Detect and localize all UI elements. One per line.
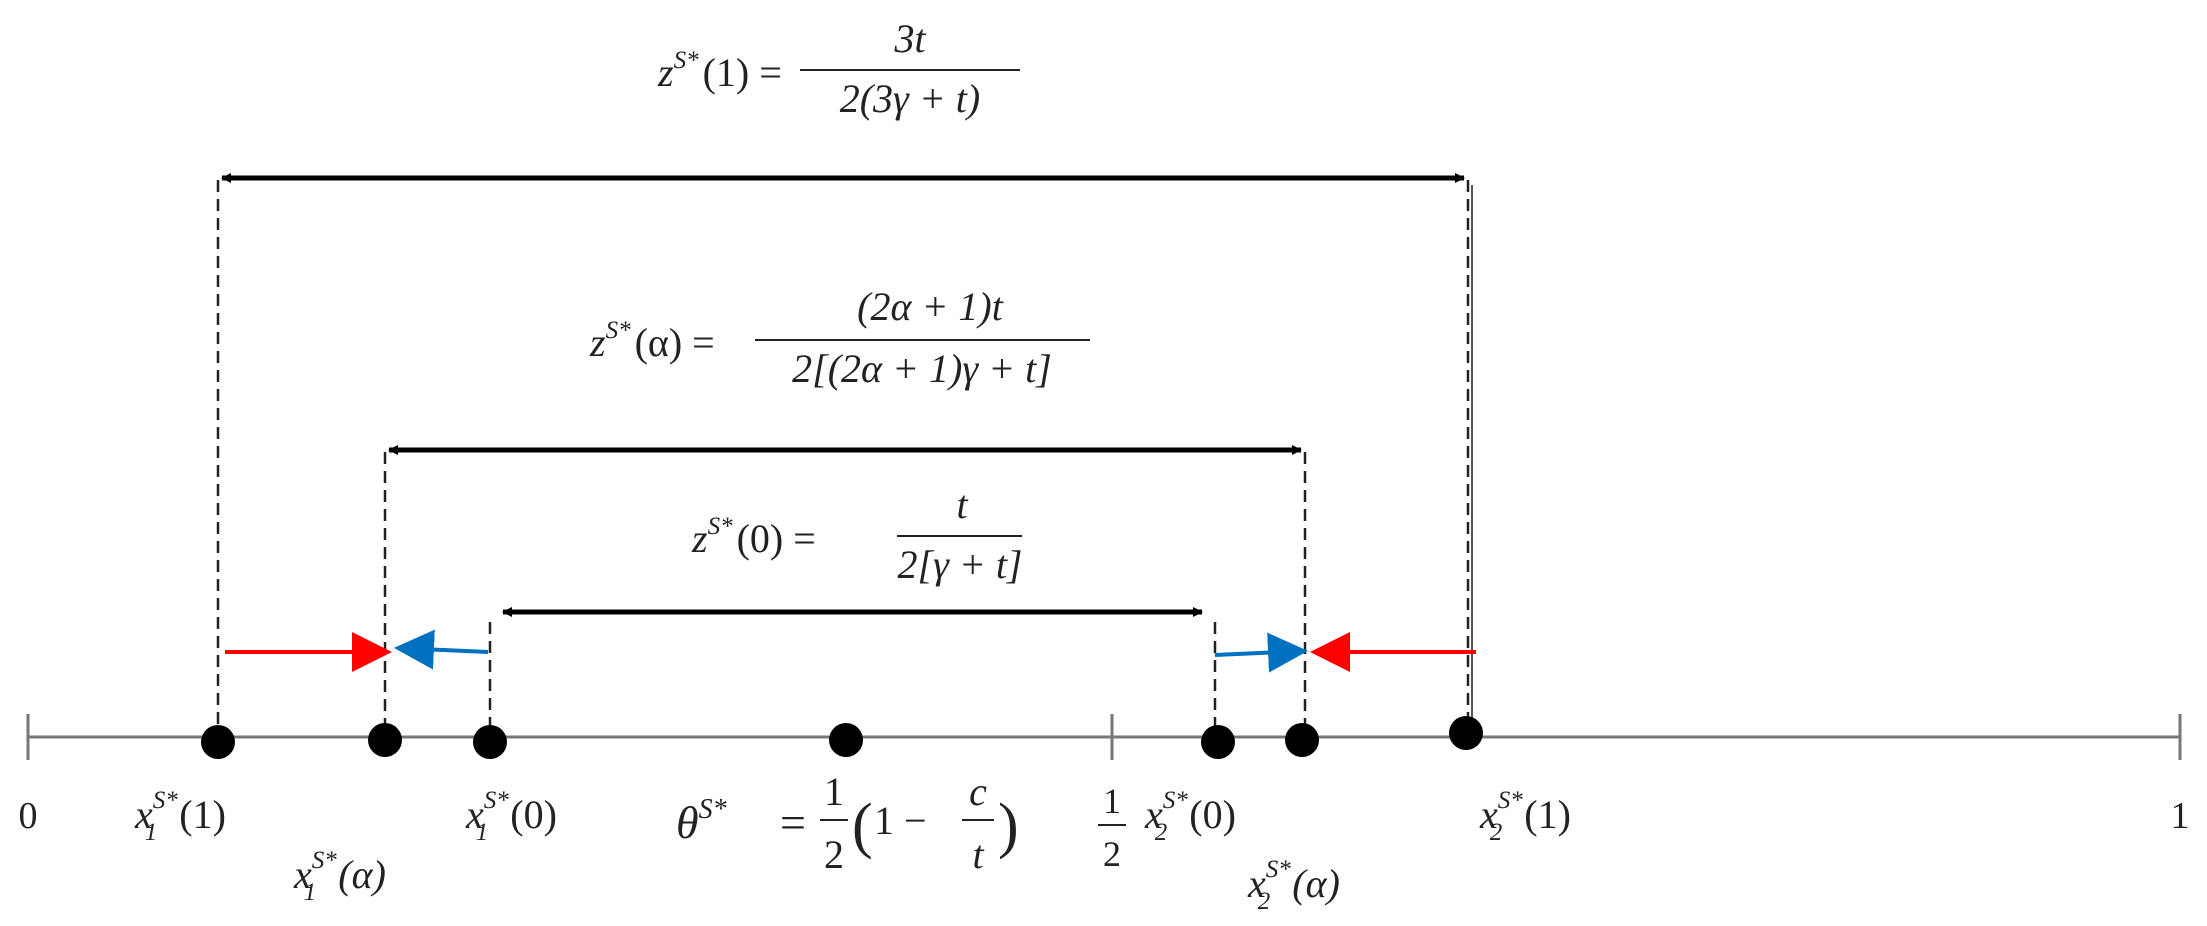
formula-z1: zS*(1) = 3t 2(3γ + t) [657, 16, 1020, 121]
label-x1-1-arg: (1) [179, 792, 226, 837]
theta-sup: S* [699, 794, 727, 825]
label-x1-0-sup: S* [484, 787, 510, 814]
label-x1-a-sup: S* [312, 847, 338, 874]
svg-text:zS*(1) =: zS*(1) = [657, 47, 782, 95]
label-x2-0-sup: S* [1163, 787, 1189, 814]
label-x1-0-sub: 1 [476, 819, 489, 846]
formula-za-numerator: (2α + 1)t [857, 284, 1004, 329]
point-x1-a [368, 723, 402, 757]
formula-za-sup: S* [606, 317, 632, 344]
formula-z1-denominator: 2(3γ + t) [840, 76, 981, 121]
formula-z0-denominator: 2[γ + t] [898, 542, 1023, 587]
theta-half-numerator: 1 [824, 769, 844, 814]
formula-z1-arg: (1) = [703, 50, 782, 95]
axis-label-1: 1 [2171, 795, 2190, 837]
svg-text:zS*(0) =: zS*(0) = [691, 513, 816, 561]
theta-t: t [972, 832, 984, 877]
label-x1-0-arg: (0) [510, 792, 557, 837]
label-x2-a: xS* 2 (α) [1247, 856, 1340, 915]
point-x1-0 [473, 725, 507, 759]
label-x1-1-sup: S* [153, 787, 179, 814]
theta-paren-close: ) [998, 792, 1019, 860]
label-x1-0: xS* 1 (0) [465, 787, 557, 846]
shift-arrow-right-blue [1214, 632, 1308, 673]
theta-half-denominator: 2 [824, 832, 844, 877]
point-theta [829, 723, 863, 757]
label-x2-a-arg: (α) [1292, 861, 1340, 906]
label-x2-1-base: x [1479, 792, 1498, 837]
theta-base: θ [676, 797, 699, 848]
formula-za: zS*(α) = (2α + 1)t 2[(2α + 1)γ + t] [589, 284, 1090, 391]
label-x1-1: xS* 1 (1) [134, 787, 226, 846]
label-x1-a-base: x [293, 852, 312, 897]
label-x2-1-sub: 2 [1490, 819, 1503, 846]
label-x1-a-sub: 1 [304, 879, 317, 906]
point-x1-1 [201, 725, 235, 759]
formula-z1-lhs: z [657, 50, 674, 95]
label-x2-0-arg: (0) [1189, 792, 1236, 837]
formula-z0: zS*(0) = t 2[γ + t] [691, 482, 1023, 587]
svg-text:θS*: θS* [676, 794, 727, 848]
label-x2-1: xS* 2 (1) [1479, 787, 1571, 846]
label-x1-1-sub: 1 [145, 819, 158, 846]
formula-z0-sup: S* [708, 513, 734, 540]
formula-za-denominator: 2[(2α + 1)γ + t] [792, 346, 1052, 391]
shift-arrow-left-blue [394, 629, 489, 670]
theta-one-minus: 1 − [874, 798, 927, 843]
axis-half-denominator: 2 [1103, 834, 1121, 874]
label-x2-0-base: x [1144, 792, 1163, 837]
axis-label-half: 1 2 [1098, 781, 1126, 874]
formula-z1-sup: S* [674, 47, 700, 74]
point-x2-0 [1201, 725, 1235, 759]
label-x2-a-base: x [1247, 861, 1266, 906]
label-x2-0-sub: 2 [1155, 819, 1168, 846]
svg-text:zS*(α) =: zS*(α) = [589, 317, 715, 365]
label-x2-a-sup: S* [1266, 856, 1292, 883]
label-x2-1-arg: (1) [1524, 792, 1571, 837]
formula-za-arg: (α) = [635, 320, 715, 365]
label-x2-a-sub: 2 [1258, 888, 1271, 915]
point-x2-a [1285, 723, 1319, 757]
formula-z1-numerator: 3t [893, 16, 926, 61]
formula-z0-arg: (0) = [737, 516, 816, 561]
label-x2-1-sup: S* [1498, 787, 1524, 814]
label-x1-a: xS* 1 (α) [293, 847, 386, 906]
point-x2-1 [1449, 716, 1483, 750]
label-theta: θS* = 1 2 ( 1 − c t ) [676, 769, 1019, 877]
label-x1-1-base: x [134, 792, 153, 837]
theta-paren-open: ( [852, 792, 873, 860]
theta-c: c [969, 769, 987, 814]
label-x1-a-arg: (α) [338, 852, 386, 897]
label-x2-0: xS* 2 (0) [1144, 787, 1236, 846]
formula-z0-numerator: t [956, 482, 968, 527]
formula-z0-lhs: z [691, 516, 708, 561]
theta-equals: = [780, 797, 806, 848]
label-x1-0-base: x [465, 792, 484, 837]
axis-label-0: 0 [19, 795, 38, 837]
formula-za-lhs: z [589, 320, 606, 365]
axis-half-numerator: 1 [1103, 781, 1121, 821]
